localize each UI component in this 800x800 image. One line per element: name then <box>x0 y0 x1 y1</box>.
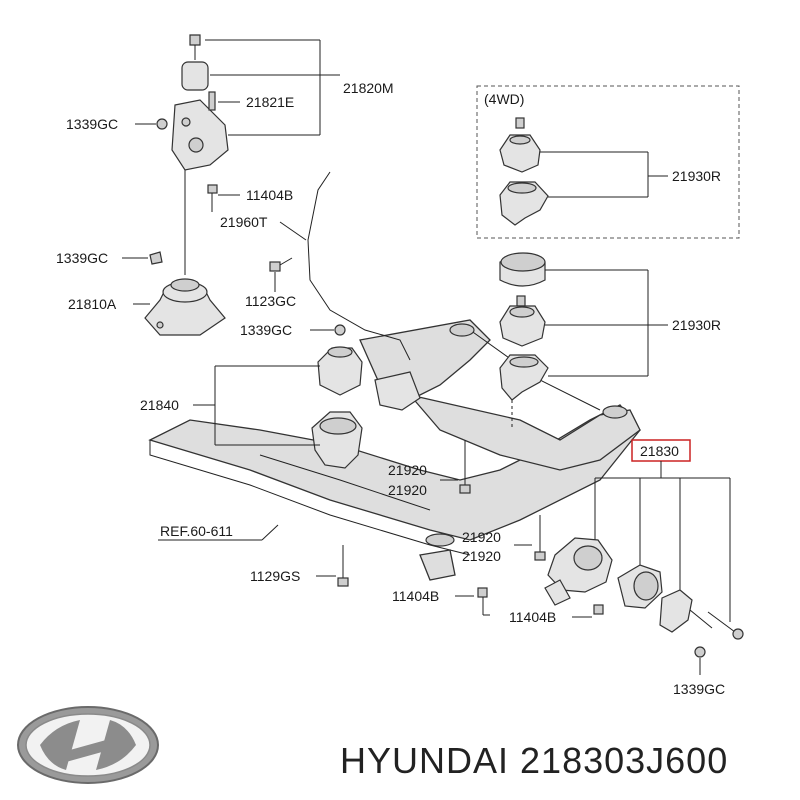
label-21920-a1: 21920 <box>388 462 427 478</box>
label-1339GC-a: 1339GC <box>66 116 118 132</box>
label-21920-b2: 21920 <box>462 548 501 564</box>
label-REF: REF.60-611 <box>160 523 233 539</box>
label-11404B-c: 11404B <box>509 609 556 625</box>
label-21930R-b: 21930R <box>672 317 721 333</box>
label-1123GC: 1123GC <box>245 293 296 309</box>
label-11404B-b: 11404B <box>392 588 439 604</box>
cable-21960T <box>307 171 411 361</box>
leader-21960T <box>279 221 307 241</box>
label-11404B-a: 11404B <box>246 187 293 203</box>
label-21960T: 21960T <box>220 214 268 230</box>
center-bracket <box>374 371 421 411</box>
mount-21830 <box>544 537 744 658</box>
label-21920-a2: 21920 <box>388 482 427 498</box>
label-21821E: 21821E <box>246 94 294 110</box>
bolt-21920-right <box>534 515 546 561</box>
bolt-11404B-c <box>593 604 604 615</box>
front-subframe <box>148 319 641 581</box>
bolt-11404B-upper <box>207 184 218 212</box>
bolt-1129GS <box>337 545 349 587</box>
bolt-21920-center <box>459 440 471 494</box>
label-21920-b1: 21920 <box>462 529 501 545</box>
bolt-1123GC <box>269 257 293 272</box>
hyundai-logo-icon <box>17 706 159 784</box>
label-21830: 21830 <box>640 443 679 459</box>
upper-engine-mount <box>156 34 229 275</box>
label-1339GC-b: 1339GC <box>56 250 108 266</box>
label-1129GS: 1129GS <box>250 568 300 584</box>
label-21820M: 21820M <box>343 80 394 96</box>
label-21930R-a: 21930R <box>672 168 721 184</box>
mount-21840 <box>311 346 363 469</box>
mount-21930R <box>499 252 549 430</box>
engine-mount-21810A <box>144 251 226 336</box>
label-21810A: 21810A <box>68 296 117 312</box>
box-4wd <box>476 85 740 239</box>
nut-1339GC-c <box>334 324 346 336</box>
mount-21930R-4wd <box>499 117 549 226</box>
brand-part-number: HYUNDAI 218303J600 <box>340 740 729 781</box>
bolt-11404B-b <box>477 587 488 598</box>
label-4WD: (4WD) <box>484 91 524 107</box>
label-21840: 21840 <box>140 397 179 413</box>
leader-REF-arrow <box>261 524 279 541</box>
label-1339GC-c: 1339GC <box>240 322 292 338</box>
label-1339GC-d: 1339GC <box>673 681 725 697</box>
